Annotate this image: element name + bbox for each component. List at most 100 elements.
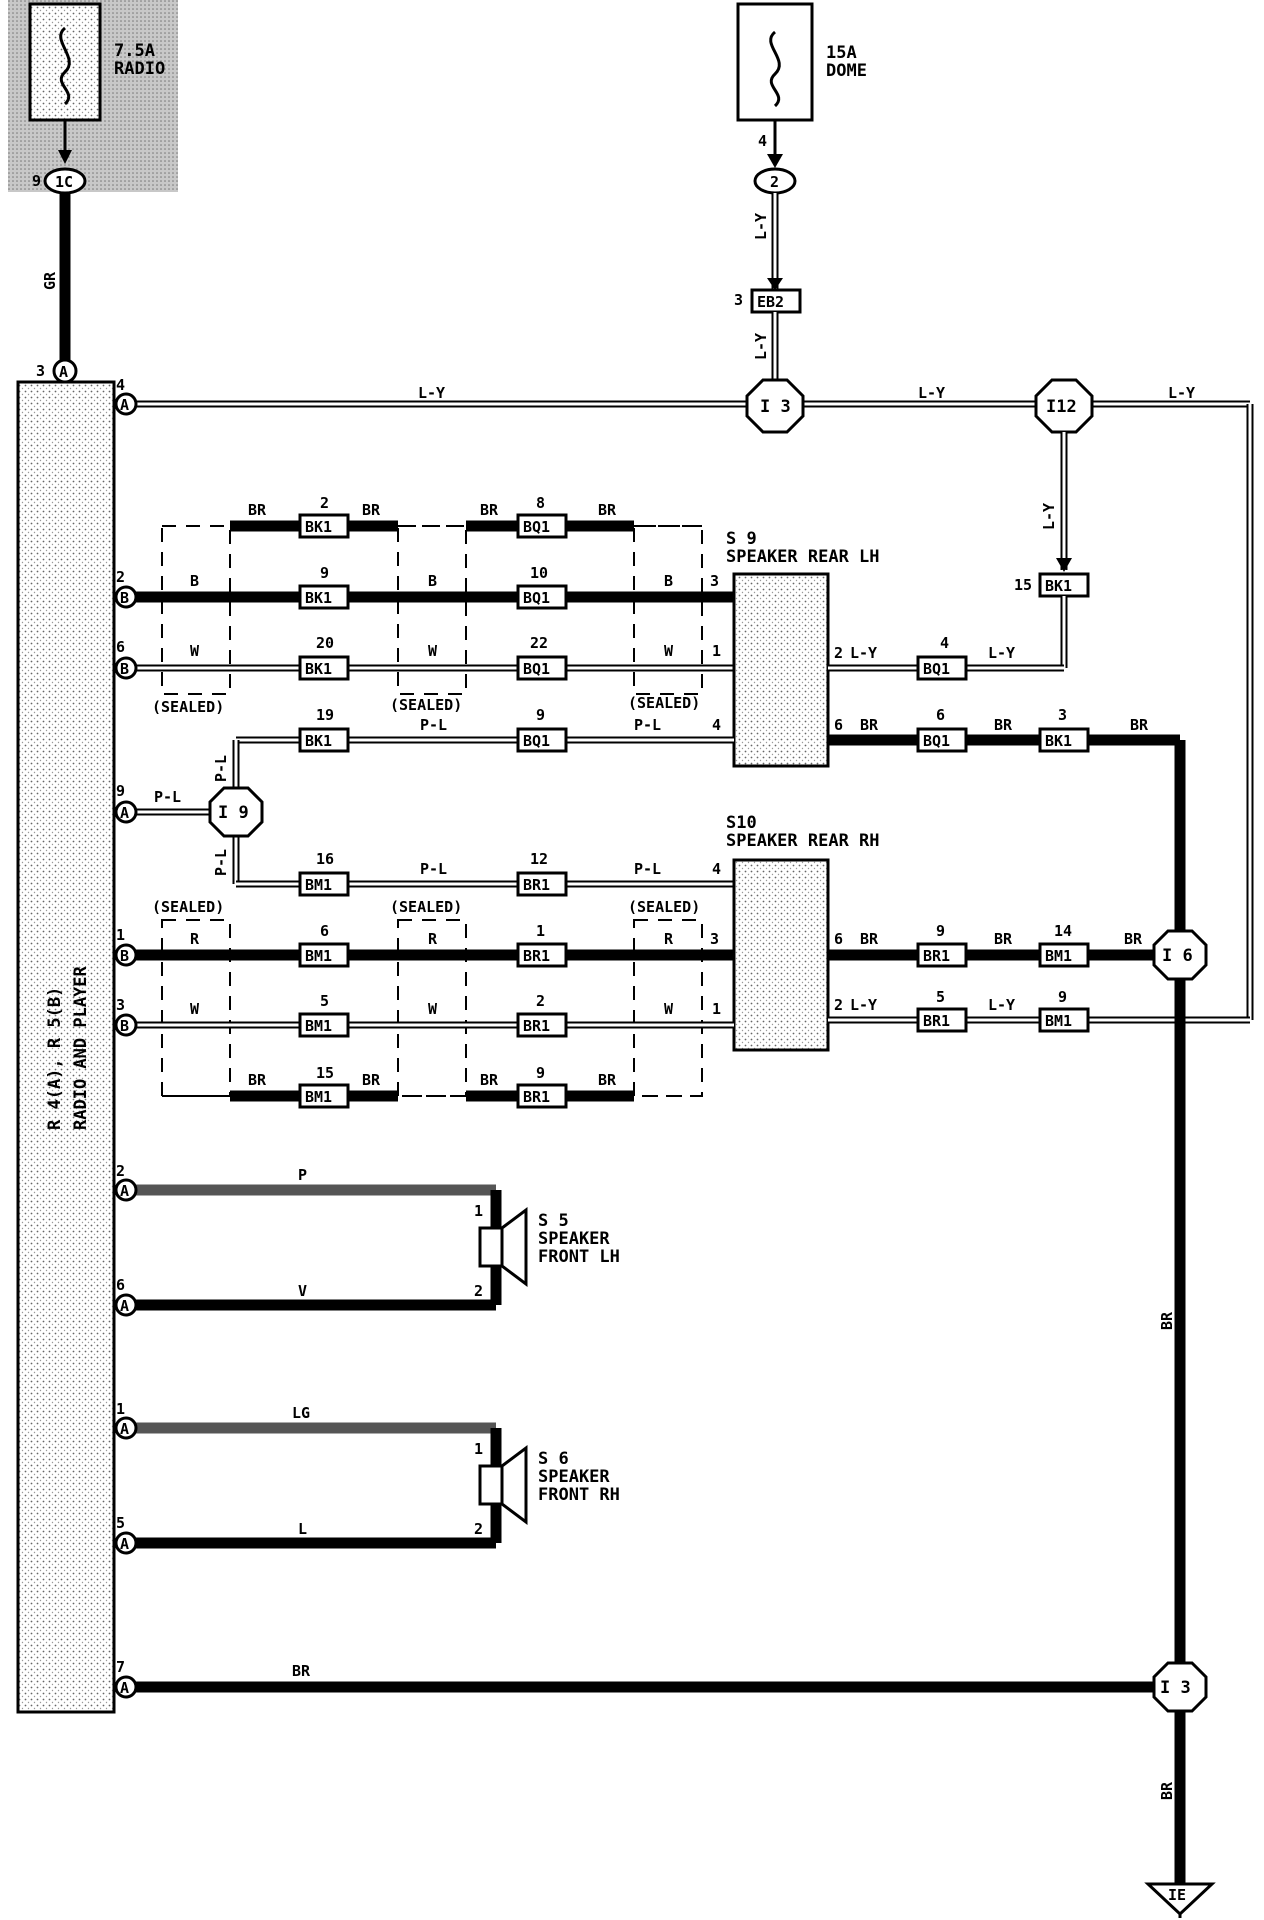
connector-1c xyxy=(43,167,87,195)
junction-i9-label: I 9 xyxy=(218,803,249,823)
pin-label: 4 xyxy=(116,376,125,394)
wire-label-b: B xyxy=(664,572,673,590)
pin-label: 4 xyxy=(712,860,721,878)
wire-label-r: R xyxy=(428,930,438,948)
pin-label: 2 xyxy=(474,1520,483,1538)
wire-label-gr: GR xyxy=(41,271,59,290)
component-code: R 4(A), R 5(B) xyxy=(45,987,65,1130)
pin-label: 2 xyxy=(834,996,843,1014)
pin-label: 10 xyxy=(530,564,548,582)
wire-label-br: BR xyxy=(860,930,879,948)
ground-label: IE xyxy=(1168,1886,1186,1904)
wire-label-w: W xyxy=(664,642,674,660)
wire-label-p: P xyxy=(298,1166,307,1184)
pin-letter: A xyxy=(120,1679,129,1697)
sealed-label: (SEALED) xyxy=(628,898,700,916)
pin-letter: A xyxy=(120,1182,129,1200)
pin-label: 3 xyxy=(1058,706,1067,724)
connector-bm1-label: BM1 xyxy=(1045,1012,1072,1030)
pin-label: 6 xyxy=(116,638,125,656)
connector-bk1-label: BK1 xyxy=(305,732,332,750)
pin-label: 2 xyxy=(474,1282,483,1300)
wire-label-b: B xyxy=(428,572,437,590)
fuse-dome-name: DOME xyxy=(826,61,867,81)
wire-label-v: V xyxy=(298,1282,307,1300)
connector-bm1-label: BM1 xyxy=(305,1088,332,1106)
speaker-s5-name: SPEAKER xyxy=(538,1229,610,1249)
wire-label-w: W xyxy=(664,1000,674,1018)
connector-bq1-label: BQ1 xyxy=(523,589,550,607)
pin-label: 7 xyxy=(116,1658,125,1676)
pin-label: 2 xyxy=(116,1162,125,1180)
connector-br1-label: BR1 xyxy=(523,947,550,965)
wire-label-w: W xyxy=(190,642,200,660)
pin-label: 6 xyxy=(834,930,843,948)
wire-label-l: L xyxy=(298,1520,307,1538)
pin-label: 1 xyxy=(116,1400,125,1418)
sealed-label: (SEALED) xyxy=(390,696,462,714)
pin-label: 20 xyxy=(316,634,334,652)
pin-label: 9 xyxy=(1058,988,1067,1006)
fuse-radio-name: RADIO xyxy=(114,59,165,79)
wire-label-br: BR xyxy=(1158,1781,1176,1800)
wire-label-br: BR xyxy=(860,716,879,734)
pin-label: 6 xyxy=(116,1276,125,1294)
pin-label: 19 xyxy=(316,706,334,724)
connector-2-label: 2 xyxy=(770,173,779,191)
speaker-s6-name: FRONT RH xyxy=(538,1485,620,1505)
radio-and-player-unit xyxy=(16,380,116,1714)
wire-label-pl: P-L xyxy=(420,716,447,734)
connector-br1-label: BR1 xyxy=(523,1017,550,1035)
pin-label: 9 xyxy=(536,706,545,724)
wire-label-w: W xyxy=(428,642,438,660)
wire-label-pl: P-L xyxy=(154,788,181,806)
pin-letter: A xyxy=(120,396,129,414)
pin-letter: B xyxy=(120,947,129,965)
connector-bk1-label: BK1 xyxy=(305,660,332,678)
pin-label: 6 xyxy=(320,922,329,940)
pin-label: 1 xyxy=(474,1440,483,1458)
pin-label: 1 xyxy=(712,642,721,660)
connector-bk1-label: BK1 xyxy=(305,518,332,536)
connector-bq1-label: BQ1 xyxy=(923,732,950,750)
connector-br1-label: BR1 xyxy=(523,876,550,894)
wire-label-pl: P-L xyxy=(212,755,230,782)
junction-i6 xyxy=(1152,929,1208,981)
pin-label: 1 xyxy=(712,1000,721,1018)
pin-letter: B xyxy=(120,589,129,607)
wire-label-br: BR xyxy=(1158,1311,1176,1330)
speaker-s5-code: S 5 xyxy=(538,1211,569,1231)
sealed-label: (SEALED) xyxy=(152,898,224,916)
connector-bk1-label: BK1 xyxy=(1045,577,1072,595)
fuse-dome: 15A DOME xyxy=(736,2,867,122)
component-desc: RADIO AND PLAYER xyxy=(71,965,91,1130)
wire-label-ly: L-Y xyxy=(418,384,445,402)
wire-label-ly: L-Y xyxy=(988,644,1015,662)
speaker-s9-name: SPEAKER REAR LH xyxy=(726,547,880,567)
speaker-s10-code: S10 xyxy=(726,813,757,833)
junction-i3-top-label: I 3 xyxy=(760,397,791,417)
pin-letter: A xyxy=(120,1535,129,1553)
pin-letter: B xyxy=(120,660,129,678)
wire-label-br: BR xyxy=(1130,716,1149,734)
pin-label: 2 xyxy=(116,568,125,586)
wire-label-w: W xyxy=(190,1000,200,1018)
wire-label-ly: L-Y xyxy=(850,996,877,1014)
speaker-s6-code: S 6 xyxy=(538,1449,569,1469)
pin-label: 3 xyxy=(734,291,743,309)
pin-label: 3 xyxy=(116,996,125,1014)
pin-letter: A xyxy=(59,363,68,381)
pin-letter: A xyxy=(120,1420,129,1438)
wire-label-ly: L-Y xyxy=(850,644,877,662)
pin-label: 4 xyxy=(712,716,721,734)
wire-label-r: R xyxy=(664,930,674,948)
wire-label-br: BR xyxy=(480,501,499,519)
junction-i12 xyxy=(1034,378,1094,434)
junction-i3-bottom-label: I 3 xyxy=(1160,1678,1191,1698)
connector-bk1-label: BK1 xyxy=(1045,732,1072,750)
speaker-s10-name: SPEAKER REAR RH xyxy=(726,831,880,851)
wire-label-br: BR xyxy=(292,1662,311,1680)
connector-br1-label: BR1 xyxy=(923,1012,950,1030)
pin-letter: A xyxy=(120,804,129,822)
connector-bm1-label: BM1 xyxy=(305,947,332,965)
